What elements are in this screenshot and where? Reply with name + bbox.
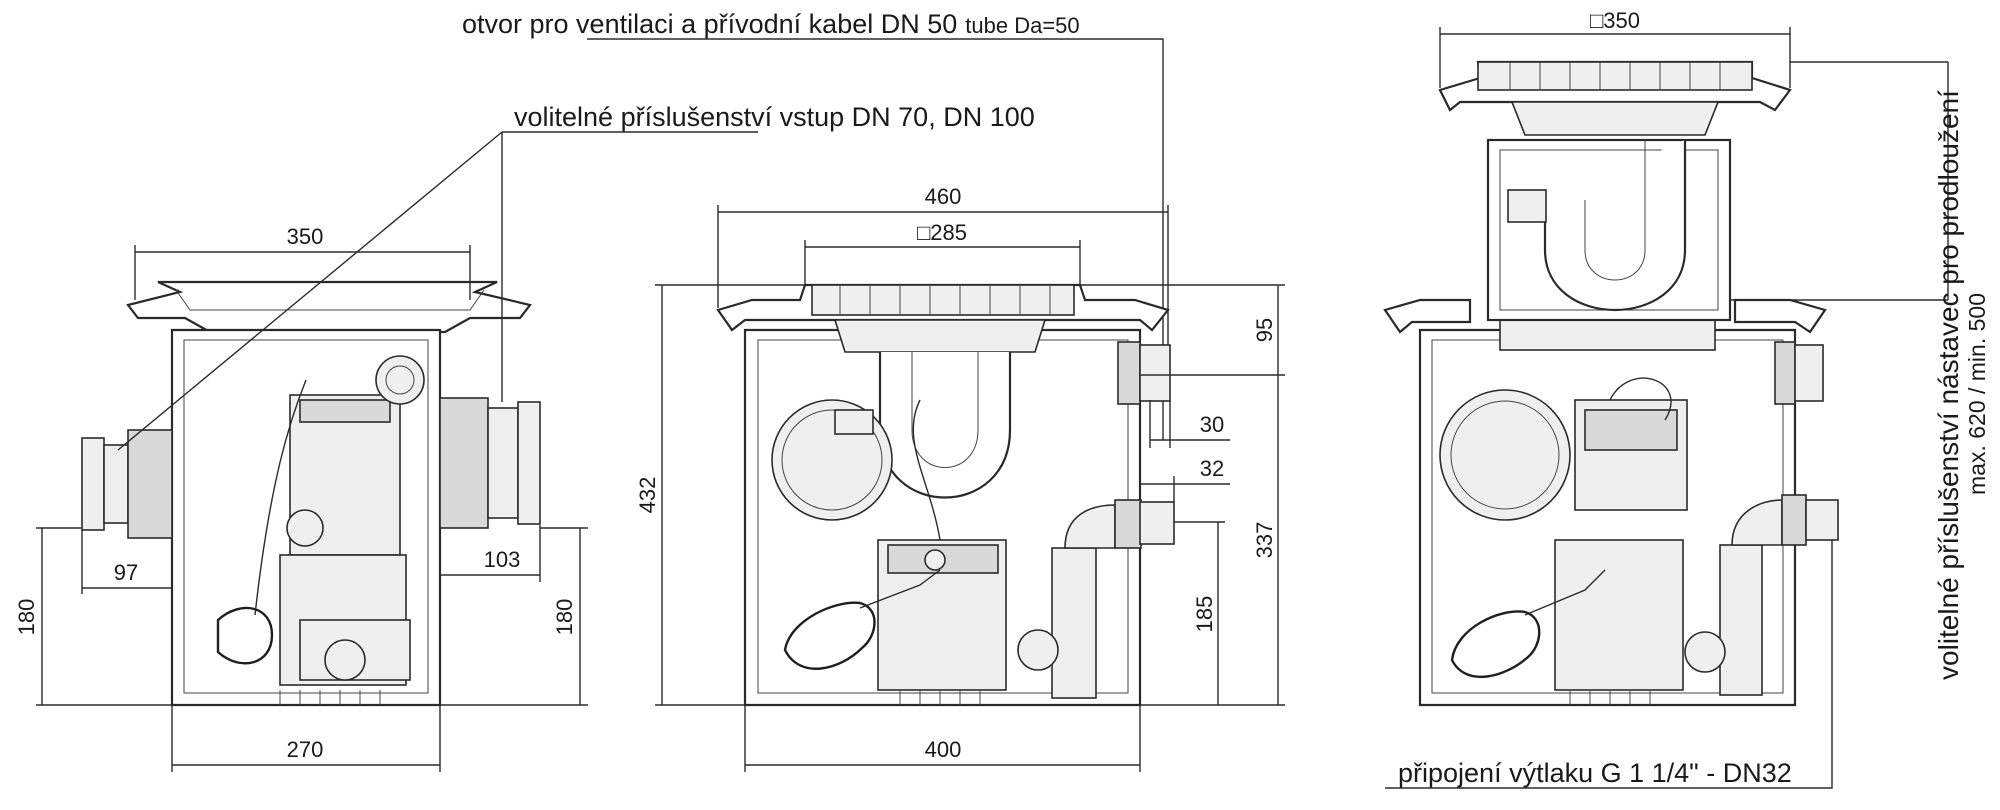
callout-outlet: připojení výtlaku G 1 1/4" - DN32 [1398,758,1792,788]
dim-mid-cover-square: □285 [917,220,967,245]
dim-left-inlet-offset: 97 [114,560,138,585]
right-view: □350 volitelné příslušenství nástavec pr… [1383,8,1990,707]
left-view: 350 270 180 97 103 180 [14,224,588,772]
dim-mid-outlet-offset: 32 [1200,456,1224,481]
dim-left-height-left: 180 [14,599,39,636]
callout-accessory: volitelné příslušenství vstup DN 70, DN … [514,102,1035,132]
dim-mid-vent-offset: 30 [1200,412,1224,437]
callout-extension: volitelné příslušenství nástavec pro pro… [1933,90,1964,680]
middle-view: 460 □285 400 432 95 337 185 30 [635,184,1285,772]
dim-mid-body-height: 337 [1252,522,1277,559]
dim-mid-outlet-height: 185 [1192,596,1217,633]
callouts: otvor pro ventilaci a přívodní kabel DN … [117,9,1833,789]
dim-left-outlet-offset: 103 [484,547,521,572]
dim-mid-total-width: 460 [925,184,962,209]
dim-mid-rim-height: 95 [1252,318,1277,342]
callout-extension-range: max. 620 / min. 500 [1964,293,1990,495]
dim-mid-bottom-width: 400 [925,737,962,762]
dim-right-cover-square: □350 [1590,8,1640,33]
dim-mid-total-height: 432 [635,477,660,514]
dim-left-height-right: 180 [552,599,577,636]
dim-left-bottom-width: 270 [287,737,324,762]
callout-vent: otvor pro ventilaci a přívodní kabel DN … [462,9,1080,39]
dim-left-top-width: 350 [287,224,324,249]
